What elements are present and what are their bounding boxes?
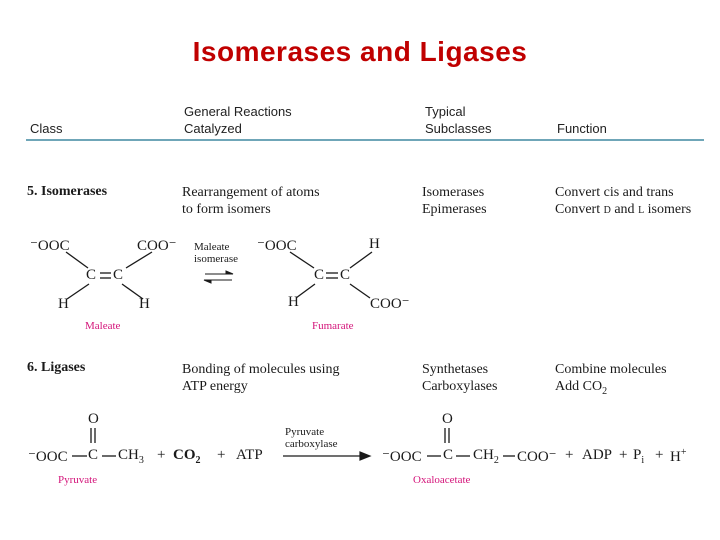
pyruvate-ooc-group: ⁻OOC [28,449,68,465]
ligases-function-2-main: Add CO [555,379,603,394]
header-reactions-line1: General Reactions [184,104,292,119]
fumarate-carbon-left: C [314,267,325,283]
isomerases-subclass-2: Epimerases [422,202,487,217]
ligases-function-1: Combine molecules [555,362,667,377]
proton-h: H [670,449,681,465]
plus-sign-4: + [619,447,628,463]
ligases-reaction: Bonding of molecules using ATP energy [182,361,340,395]
header-subclasses-line1: Typical [425,104,466,119]
pyruvate-carboxylase-label: Pyruvate carboxylase [285,426,338,450]
header-class: Class [30,121,63,136]
pyruvate-name: Pyruvate [58,474,98,486]
maleate-carbon-right: C [113,267,124,283]
header-subclasses: Typical Subclasses [425,103,491,137]
isomerases-reaction-line1: Rearrangement of atoms [182,185,320,200]
maleate-isomerase-line1: Maleate [194,241,230,253]
carbon-dioxide-co: CO [173,447,196,463]
fumarate-name: Fumarate [312,320,354,332]
ligases-subclasses: Synthetases Carboxylases [422,361,497,395]
isomerases-function: Convert cis and trans Convert d and l is… [555,184,691,218]
carbon-dioxide-sub: 2 [195,455,201,466]
pyruvate-carboxylase-line1: Pyruvate [285,426,325,438]
pyruvate-methyl-group: CH3 [118,447,144,466]
pyruvate-methyl-sub: 3 [138,455,144,466]
isomerases-function-2-prefix: Convert [555,202,604,217]
oxaloacetate-name: Oxaloacetate [413,474,471,486]
adp: ADP [582,447,613,463]
oxaloacetate-methylene-group: CH2 [473,447,499,466]
oxaloacetate-carbon: C [443,447,454,463]
fumarate-carbon-right: C [340,267,351,283]
maleate-hydrogen-right: H [139,296,150,312]
header-divider [26,139,704,141]
maleate-carbon-left: C [86,267,97,283]
slide-title: Isomerases and Ligases [192,36,528,67]
inorganic-phosphate-sub: i [641,455,645,466]
maleate-isomerase-label: Maleate isomerase [194,241,238,265]
plus-sign-2: + [217,447,226,463]
plus-sign-5: + [655,447,664,463]
inorganic-phosphate-p: P [633,447,642,463]
pyruvate-oxygen: O [88,411,99,427]
oxaloacetate-ooc-group: ⁻OOC [382,449,422,465]
proton-charge: + [680,447,687,458]
pyruvate-carbon: C [88,447,99,463]
isomerases-subclass-1: Isomerases [422,185,485,200]
header-reactions: General Reactions Catalyzed [184,103,292,137]
oxaloacetate-methylene-ch: CH [473,447,494,463]
ligases-subclass-1: Synthetases [422,362,489,377]
isomerases-class: 5. Isomerases [27,184,108,199]
fumarate-coo-group: COO⁻ [370,296,410,312]
ligases-function-2: Add CO2 [555,378,667,400]
ligases-reaction-line2: ATP energy [182,379,248,394]
isomerases-reaction-line2: to form isomers [182,202,271,217]
maleate-isomerase-line2: isomerase [194,253,238,265]
oxaloacetate-oxygen: O [442,411,453,427]
isomerases-reaction: Rearrangement of atoms to form isomers [182,184,320,218]
isomerases-function-1: Convert cis and trans [555,185,674,200]
carbon-dioxide: CO2 [173,447,201,466]
pyruvate-carboxylase-line2: carboxylase [285,438,338,450]
oxaloacetate-methylene-sub: 2 [493,455,499,466]
fumarate-hydrogen-bottom: H [288,294,299,310]
plus-sign-1: + [157,447,166,463]
ligases-function-2-sub: 2 [602,385,608,397]
isomerases-function-2-and: and [610,202,639,217]
isomerases-subclasses: Isomerases Epimerases [422,184,487,218]
ligases-subclass-2: Carboxylases [422,379,498,394]
inorganic-phosphate: Pi [633,447,644,466]
oxaloacetate-coo-group: COO⁻ [517,449,557,465]
atp: ATP [236,447,263,463]
isomerases-function-2-d: d [603,202,611,217]
pyruvate-methyl-ch: CH [118,447,139,463]
maleate-hydrogen-left: H [58,296,69,312]
maleate-coo-group: COO⁻ [137,238,177,254]
ligases-class: 6. Ligases [27,360,86,375]
plus-sign-3: + [565,447,574,463]
isomerases-function-2-l: l [638,202,645,217]
maleate-name: Maleate [85,320,121,332]
maleate-ooc-group: ⁻OOC [30,238,70,254]
proton: H+ [670,447,686,466]
isomerases-function-2-suffix: isomers [644,202,692,217]
header-function: Function [557,121,607,136]
isomerases-function-2: Convert d and l isomers [555,201,691,218]
header-reactions-line2: Catalyzed [184,121,242,136]
fumarate-ooc-group: ⁻OOC [257,238,297,254]
fumarate-hydrogen-top: H [369,236,380,252]
header-subclasses-line2: Subclasses [425,121,492,136]
ligases-reaction-line1: Bonding of molecules using [182,362,340,377]
ligases-function: Combine molecules Add CO2 [555,361,667,400]
